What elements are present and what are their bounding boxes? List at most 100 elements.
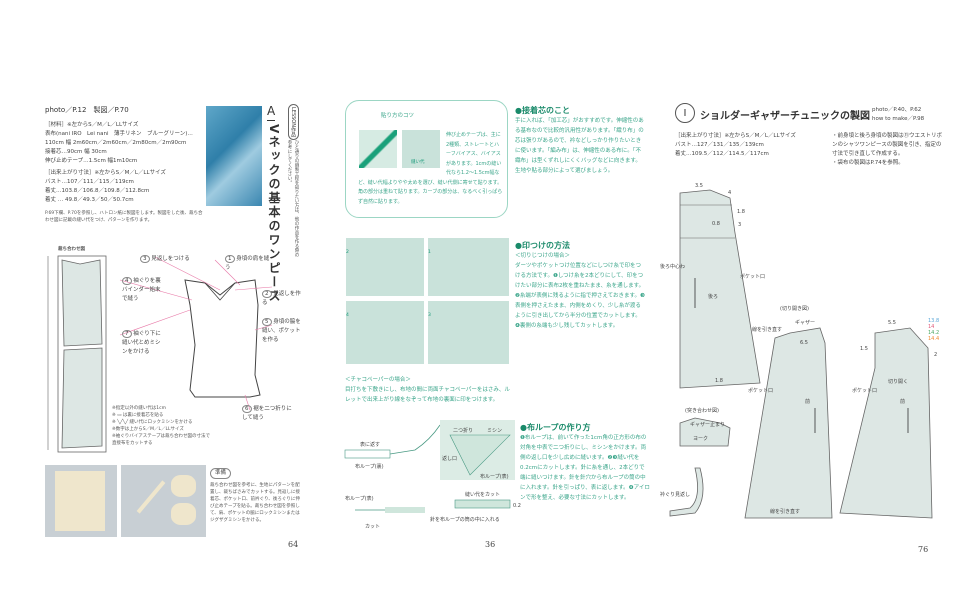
label-turn: 表に返す — [360, 441, 380, 448]
note-2: ※ ╲╱╲╱ 縫い代にロックミシンをかける — [112, 420, 193, 425]
page-number-left: 64 — [288, 540, 299, 549]
label-loop-back: 布ループ(裏) — [355, 463, 384, 470]
cut-pieces-photo-1 — [45, 465, 117, 537]
step-5: 5 身頃の脇を縫い、ポケットを作る — [262, 318, 301, 343]
label-65: 6.5 — [800, 340, 808, 346]
label-55: 5.5 — [888, 320, 896, 326]
size-2: 着丈 … 49.8／49.3／50／50.7cm — [45, 197, 134, 203]
step-7: 7 袖ぐり下に縫い代とめミシンをかける — [122, 330, 161, 355]
size-value-3: 14.4 — [928, 336, 940, 342]
label-18b: 1.8 — [715, 378, 723, 384]
dress-assembly-diagram — [119, 256, 273, 411]
neck-facing-piece — [669, 467, 704, 517]
label-front-1: 前 — [805, 398, 810, 405]
lesson-badge: LESSON作品 — [288, 104, 299, 140]
size-values: 13.8 14 14.2 14.4 — [928, 318, 939, 342]
notes: ※指定以外の縫い代は1cm ※ ▭ は裏に接着芯を貼る ※ ╲╱╲╱ 縫い代にロ… — [112, 405, 212, 447]
photo-ref: photo／P.12 製図／P.70 — [45, 106, 129, 114]
prep-label: 準備 — [210, 468, 232, 479]
prep-text: 裁ち合わせ図を参考に、生地にパターンを配置し、裁ちばさみでカットする。見返しに接… — [210, 483, 300, 523]
label-pocket-1: ポケット口 — [740, 273, 765, 280]
label-2: 2 — [934, 352, 937, 358]
interfacing-title: ●接着芯のこと — [515, 106, 570, 115]
label-gather: ギャザー — [795, 320, 815, 326]
back-piece — [679, 189, 761, 389]
marking-photo-4: 3 — [427, 300, 510, 365]
loop-diagram: 表に返す 布ループ(裏) 二つ折り ミシン 返し口 布ループ(表) 布ループ(表… — [344, 420, 521, 530]
cut-layout-title: 裁ち合わせ図 — [58, 247, 85, 252]
size-1: 着丈…103.8／106.8／109.8／112.8cm — [45, 188, 150, 194]
label-stitch: ミシン — [487, 428, 502, 434]
label-fold: 二つ折り — [453, 427, 473, 434]
page-number-right: 76 — [918, 545, 929, 554]
size-value-1: 14 — [928, 324, 935, 330]
right-note-1: ・袋布の製図はP.74を参照。 — [832, 160, 904, 166]
howto-ref: how to make／P.98 — [872, 116, 925, 122]
label-cut: カット — [365, 524, 380, 530]
cut-pieces-photo-2 — [121, 465, 206, 537]
material-2: 伸び止めテープ…1.5cm 幅1m10cm — [45, 158, 138, 164]
label-cut-line: 切り開く — [888, 378, 908, 385]
label-back-center: 後ろ中心わ — [660, 263, 685, 270]
loop-text: ❶布ループは、前いて作った1cm角の正方形の布の対角を中表で二つ折りにし、ミシン… — [520, 435, 650, 501]
note: P.69下欄、P.70を参照し、ハトロン紙に製図をします。製図をした後、裁ち合わ… — [45, 211, 203, 223]
page-number-middle: 36 — [485, 540, 496, 549]
chaco-sub: ＜チャコペーパーの場合＞ — [345, 377, 411, 383]
label-08: 0.8 — [712, 221, 720, 227]
yoke-piece — [679, 417, 731, 447]
tips-photo-2 — [401, 129, 441, 169]
front-cut-open — [744, 327, 833, 519]
label-sew-line: 縫い代をカット — [465, 491, 500, 498]
label-cut-open: (切り開き図) — [780, 305, 809, 312]
chaco-text: 目打ちを下敷きにし、布地の間に両面チャコペーパーをはさみ、ルレットで出来上がり線… — [345, 387, 510, 403]
marking-photo-1: 2 — [345, 237, 425, 297]
label-loop-2: 布ループ(表) — [345, 495, 374, 502]
marking-photo-3: 4 — [345, 300, 425, 365]
size-title: ［出来上がり寸法］※左からS／M／L／LLサイズ — [45, 170, 166, 176]
front-piece — [839, 327, 933, 519]
note-4: ※袖ぐりバイアステープは裁ち合わせ図の寸法で直接布をカットする — [112, 434, 210, 446]
label-width: 0.2 — [513, 503, 521, 509]
photo-ref-right: photo／P.40、P.62 — [872, 107, 922, 113]
right-title: ショルダーギャザーチュニックの製図 — [700, 111, 870, 122]
label-adjust-2: 線を引き直す — [770, 508, 800, 515]
chapter-number: I — [675, 103, 695, 123]
loop-title: ●布ループの作り方 — [520, 423, 591, 432]
label-mouth: 返し口 — [442, 455, 457, 462]
label-35: 3.5 — [695, 183, 703, 189]
side-text: ひと通りの縫製工程を知りたい方は、他の作品を作る際の参考にしてください。 — [287, 140, 299, 257]
tips-title: 貼り方のコツ — [381, 113, 415, 119]
tips-caption: 縫い代 — [411, 160, 425, 165]
right-note-0: ・前身頃と後ろ身頃の製図は⑪ウエストリボンのシャツワンピースの製図を引き、指定の… — [832, 133, 943, 157]
label-neck-facing: 衿ぐり見返し — [660, 491, 690, 498]
note-1: ※ ▭ は裏に接着芯を貼る — [112, 413, 164, 418]
step-2: 2 見返しを作る — [262, 290, 301, 306]
label-gather-stop: ギャザー止まり — [690, 421, 725, 428]
marking-sub: ＜切りじつけの場合＞ — [515, 253, 571, 259]
label-18: 1.8 — [737, 209, 745, 215]
pattern-draft: 後ろ 前 前 ヨーク 衿ぐり見返し (切り開き図) (突き合わせ図) ギャザー止… — [660, 183, 937, 519]
label-front-2: 前 — [900, 398, 905, 405]
label-combined: (突き合わせ図) — [685, 407, 719, 414]
right-size-0: バスト…127／131／135／139cm — [675, 142, 764, 148]
right-size-title: ［出来上がり寸法］※左からS／M／L／LLサイズ — [675, 133, 796, 139]
note-0: ※指定以外の縫い代は1cm — [112, 406, 166, 411]
label-pocket-3: ポケット口 — [852, 387, 877, 394]
step-6: 6 裾を二つ折りにして縫う — [242, 405, 292, 421]
cut-layout-diagram — [47, 255, 107, 453]
step-4: 4 袖ぐりを裏バインダー始末で縫う — [122, 277, 161, 302]
marking-text: ダーツやポケットつけ位置などにしつけ糸で印をつける方法です。❶しつけ糸を2本どり… — [515, 263, 645, 329]
marking-photo-2: 1 — [427, 237, 510, 297]
material-0: 表布(nani IRO Lei nani 薄手リネン ブルーグリーン)… 110… — [45, 131, 193, 146]
step-3: 3 見返しをつける — [140, 255, 220, 264]
label-15: 1.5 — [860, 346, 868, 352]
label-loop: 布ループ(表) — [480, 473, 509, 480]
note-3: ※数字は上からS／M／L／LLサイズ — [112, 427, 184, 432]
tips-text: 伸び止めテープは、主に2種類、ストレートとハーフバイアス、バイアスがあります。1… — [358, 132, 503, 205]
material-1: 接着芯…90cm 幅 30cm — [45, 149, 107, 155]
size-0: バスト…107／111／115／119cm — [45, 179, 134, 185]
size-value-0: 13.8 — [928, 318, 940, 324]
label-yoke: ヨーク — [693, 436, 708, 442]
label-needle: 針を布ループの筒の中に入れる — [430, 516, 500, 523]
marking-title: ●印つけの方法 — [515, 241, 570, 250]
